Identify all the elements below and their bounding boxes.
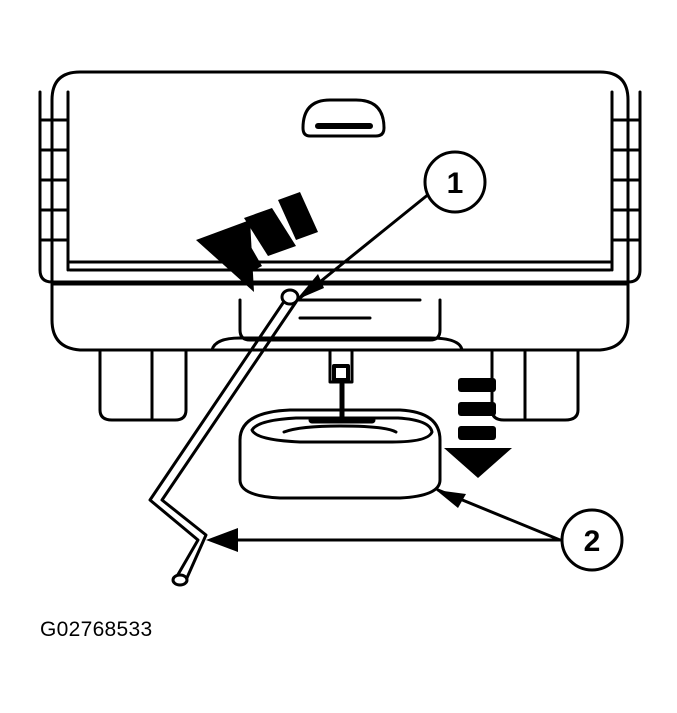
- rear-bumper: [50, 282, 630, 352]
- arrow-down-icon: [444, 378, 512, 478]
- rear-tire-left: [98, 348, 188, 422]
- callout-2: 2: [560, 508, 624, 572]
- callout-1: 1: [423, 150, 487, 214]
- callout-2-label: 2: [584, 525, 601, 558]
- spare-tire: [238, 408, 442, 500]
- arrowhead-2a: [436, 490, 466, 508]
- leader-line-1: [298, 183, 442, 300]
- arrowhead-1: [296, 274, 324, 300]
- jack-handle-extension: [148, 288, 300, 587]
- tailgate-handle: [301, 98, 386, 138]
- arrowhead-2b: [206, 528, 238, 552]
- tailgate: [38, 70, 642, 284]
- arrow-left-down-icon: [196, 192, 318, 292]
- hoist-chain: [308, 348, 376, 424]
- rear-tire-right: [490, 348, 580, 422]
- callout-1-label: 1: [447, 167, 464, 200]
- figure-id: G02768533: [40, 618, 153, 641]
